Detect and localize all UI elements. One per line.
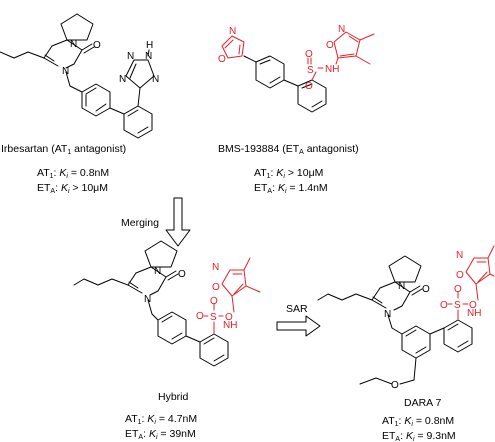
atom-n: N (456, 250, 463, 261)
atom-o: O (305, 49, 313, 60)
compound-name-dara7: DARA 7 (404, 397, 442, 409)
atom-nh: NH (223, 320, 237, 331)
atom-n: N (212, 262, 219, 273)
atom-n: N (398, 281, 405, 292)
atom-o: O (218, 54, 226, 65)
isoxazole-ring (465, 257, 491, 285)
irbesartan-structure: N N O N N N N H (0, 13, 159, 139)
bms193884-eta-ki: ETA: Ki = 1.4nM (254, 182, 328, 195)
isoxazole-ring (333, 31, 361, 59)
irbesartan-eta-ki: ETA: Ki > 10μM (37, 182, 108, 195)
dara7-eta-ki: ETA: Ki = 9.3nM (382, 430, 456, 442)
atom-n: N (338, 24, 345, 35)
dara7-structure: O N N O O S O O NH N O (317, 245, 495, 391)
atom-o: O (469, 300, 477, 311)
isoxazole-ring (221, 269, 247, 297)
atom-n: N (62, 66, 69, 77)
dara7-at1-ki: AT1: Ki = 0.8nM (382, 415, 454, 428)
atom-o: O (212, 282, 220, 293)
atom-o: O (391, 380, 399, 391)
oxazole-ring (221, 35, 245, 59)
atom-s: S (307, 65, 314, 76)
butyl-chain (73, 278, 129, 286)
cyclopentane-ring (144, 240, 178, 268)
compound-name-bms193884: BMS-193884 (ETA antagonist) (218, 143, 359, 156)
atom-n: N (229, 26, 236, 37)
atom-nh: NH (467, 308, 481, 319)
sar-arrow (276, 315, 321, 337)
atom-o: O (196, 311, 204, 322)
atom-n: N (144, 294, 151, 305)
compound-name-irbesartan: Irbesartan (AT1 antagonist) (1, 143, 126, 156)
biphenyl-ring-a (401, 325, 431, 359)
sar-label: SAR (286, 303, 308, 315)
ethoxymethyl-chain (399, 357, 417, 385)
atom-n: N (145, 51, 152, 62)
atom-n: N (127, 51, 134, 62)
atom-n: N (152, 74, 159, 85)
atom-n: N (119, 74, 126, 85)
atom-h: H (146, 40, 153, 51)
atom-o: O (456, 270, 464, 281)
atom-o: O (440, 300, 448, 311)
open-right-arrow-icon (276, 315, 321, 337)
butyl-chain (317, 293, 373, 301)
atom-o: O (422, 284, 430, 295)
bms193884-structure: N O O S O NH N O (218, 24, 375, 113)
bms193884-at1-ki: AT1: Ki > 10μM (254, 167, 323, 180)
irbesartan-at1-ki: AT1: Ki = 0.8nM (37, 167, 109, 180)
atom-o: O (178, 269, 186, 280)
atom-n: N (384, 309, 391, 320)
atom-o: O (210, 296, 218, 307)
atom-o: O (326, 40, 334, 51)
atom-n: N (154, 266, 161, 277)
hybrid-at1-ki: AT1: Ki = 4.7nM (125, 413, 197, 426)
atom-nh: NH (325, 64, 339, 75)
open-down-arrow-icon (165, 197, 191, 247)
merging-arrow (165, 197, 191, 247)
butyl-chain (0, 51, 45, 59)
cyclopentane-ring (60, 13, 94, 41)
hybrid-eta-ki: ETA: Ki = 39nM (125, 428, 196, 441)
compound-name-hybrid: Hybrid (158, 391, 189, 403)
hybrid-structure: N N O O S O O NH N O (73, 240, 261, 367)
atom-s: S (210, 312, 217, 323)
tetrazole-ring (125, 59, 155, 89)
atom-o: O (305, 81, 313, 92)
atom-o: O (454, 284, 462, 295)
merging-label: Merging (121, 217, 159, 229)
cyclopentane-ring (388, 255, 422, 283)
atom-o: O (225, 312, 233, 323)
atom-n: N (70, 39, 77, 50)
atom-o: O (93, 40, 101, 51)
atom-s: S (454, 300, 461, 311)
